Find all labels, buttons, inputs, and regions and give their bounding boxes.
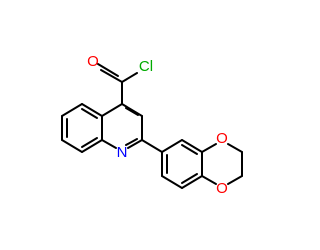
bond	[141, 139, 163, 153]
bond	[81, 103, 103, 117]
double-bond-inner	[125, 107, 139, 116]
ring-oxygen-bottom-label: O	[216, 180, 228, 197]
bond	[127, 139, 143, 149]
bond	[81, 139, 103, 153]
bond-to-chlorine	[121, 72, 138, 83]
double-bond-inner	[81, 137, 98, 148]
bond-to-oxygen	[201, 143, 217, 153]
molecule-canvas: O Cl N O O	[61, 52, 243, 197]
bond	[181, 139, 203, 153]
bond	[101, 103, 123, 117]
double-bond-inner	[81, 108, 98, 119]
bond	[61, 103, 83, 117]
quinoline-carbonyl-chloride-structure: O Cl N O O	[61, 53, 243, 197]
bond	[227, 143, 243, 153]
ring-oxygen-top-label: O	[216, 130, 228, 147]
carbonyl-oxygen-label: O	[87, 53, 99, 70]
bond-lines	[61, 63, 243, 189]
bond	[161, 139, 183, 153]
carbonyl-bond	[100, 69, 123, 83]
bond	[161, 175, 183, 189]
bond-to-oxygen	[201, 175, 217, 185]
bond	[227, 175, 243, 185]
nitrogen-label: N	[117, 144, 128, 161]
chlorine-label: Cl	[139, 58, 153, 75]
double-bond-inner	[181, 144, 198, 155]
double-bond-inner	[181, 173, 198, 184]
double-bond-inner	[125, 138, 138, 146]
bond	[101, 139, 117, 149]
bond	[121, 103, 143, 117]
bond	[61, 139, 83, 153]
atom-labels: O Cl N O O	[87, 53, 228, 197]
bond	[181, 175, 203, 189]
carbonyl-double-bond	[97, 63, 119, 77]
